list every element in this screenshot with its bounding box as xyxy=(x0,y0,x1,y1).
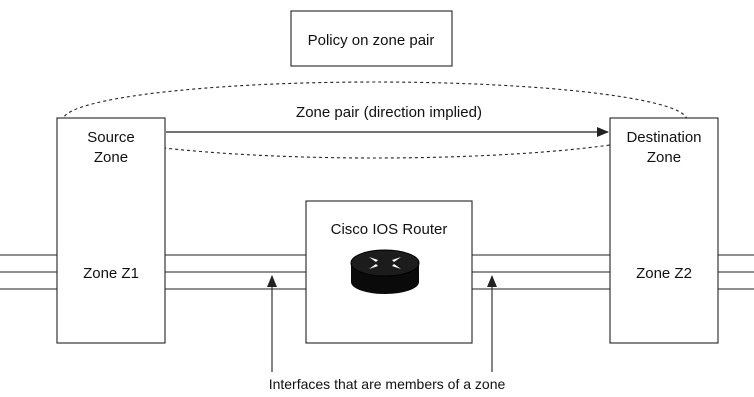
destination-zone-box xyxy=(609,117,719,344)
destination-zone-title-line1: Destination xyxy=(626,129,701,146)
interfaces-label: Interfaces that are members of a zone xyxy=(269,376,506,392)
destination-zone-name: Zone Z2 xyxy=(636,265,692,282)
source-zone-title-line1: Source xyxy=(87,129,135,146)
source-zone-box xyxy=(56,117,166,344)
zone-pair-label-bg xyxy=(258,100,520,122)
policy-box xyxy=(290,10,453,67)
policy-label: Policy on zone pair xyxy=(308,32,435,49)
router-icon xyxy=(350,249,420,294)
source-zone-title-line2: Zone xyxy=(94,149,128,166)
zone-pair-label: Zone pair (direction implied) xyxy=(296,104,482,121)
destination-zone-title-line2: Zone xyxy=(647,149,681,166)
router-label: Cisco IOS Router xyxy=(331,221,448,238)
source-zone-name: Zone Z1 xyxy=(83,265,139,282)
